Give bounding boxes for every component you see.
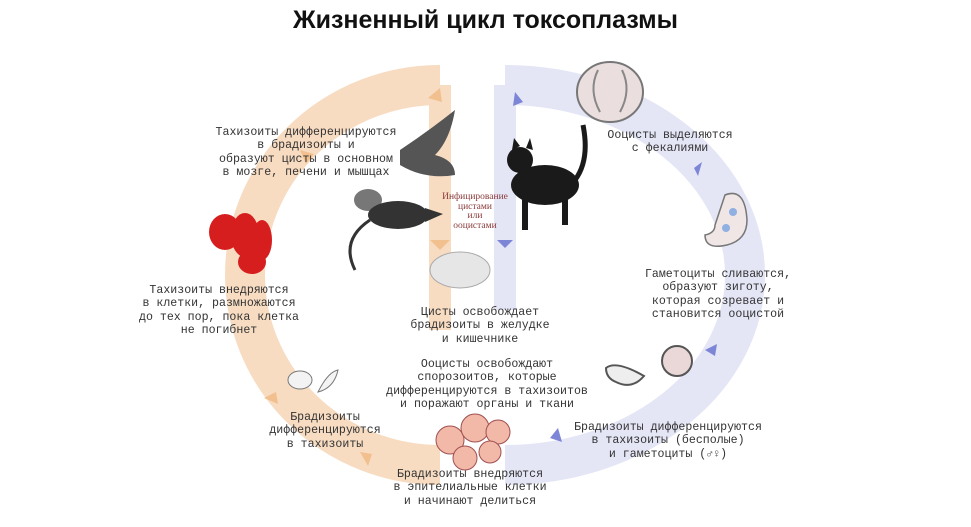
bradyzoite-icon xyxy=(287,369,339,393)
caption-bradyzoites-to-gametocytes: Брадизоиты дифференцируются в тахизоиты … xyxy=(574,421,762,461)
red-blood-cells-icon xyxy=(209,213,272,274)
caption-cysts-release: Цисты освобождает брадизоиты в желудке и… xyxy=(410,306,550,346)
caption-oocysts-feces: Ооцисты выделяются с фекалиями xyxy=(607,129,733,156)
tissue-cyst-icon xyxy=(429,251,491,289)
zygote-icon xyxy=(661,345,693,377)
oocyst-icon xyxy=(576,61,644,123)
epithelial-cells-icon xyxy=(435,413,511,471)
infection-label: Инфицирование цистами или ооцистами xyxy=(442,192,508,231)
diagram-title: Жизненный цикл токсоплазмы xyxy=(292,6,679,34)
intermediate-cycle-ring xyxy=(225,65,441,485)
caption-tachyzoites-to-bradyzoites: Тахизоиты дифференцируются в брадизоиты … xyxy=(215,126,397,179)
sporulated-oocyst-icon xyxy=(704,192,748,247)
rat-icon xyxy=(348,201,443,271)
caption-oocysts-release: Ооцисты освобождают спорозоитов, которые… xyxy=(386,358,588,411)
blue-arrow-icon xyxy=(497,92,717,442)
cat-icon xyxy=(507,124,588,230)
caption-gametocytes-fuse: Гаметоциты сливаются, образуют зиготу, к… xyxy=(644,268,792,321)
orange-arrow-icon xyxy=(264,88,450,466)
mouse-icon xyxy=(354,189,382,211)
caption-tachyzoites-invade: Тахизоиты внедряются в клетки, размножаю… xyxy=(138,284,300,337)
caption-bradyzoites-to-tachyzoites: Брадизоиты дифференцируются в тахизоиты xyxy=(269,411,381,451)
caption-bradyzoites-invade: Брадизоиты внедряются в эпителиальные кл… xyxy=(393,468,547,508)
bird-icon xyxy=(400,110,455,177)
gametocyte-icon xyxy=(604,364,646,386)
